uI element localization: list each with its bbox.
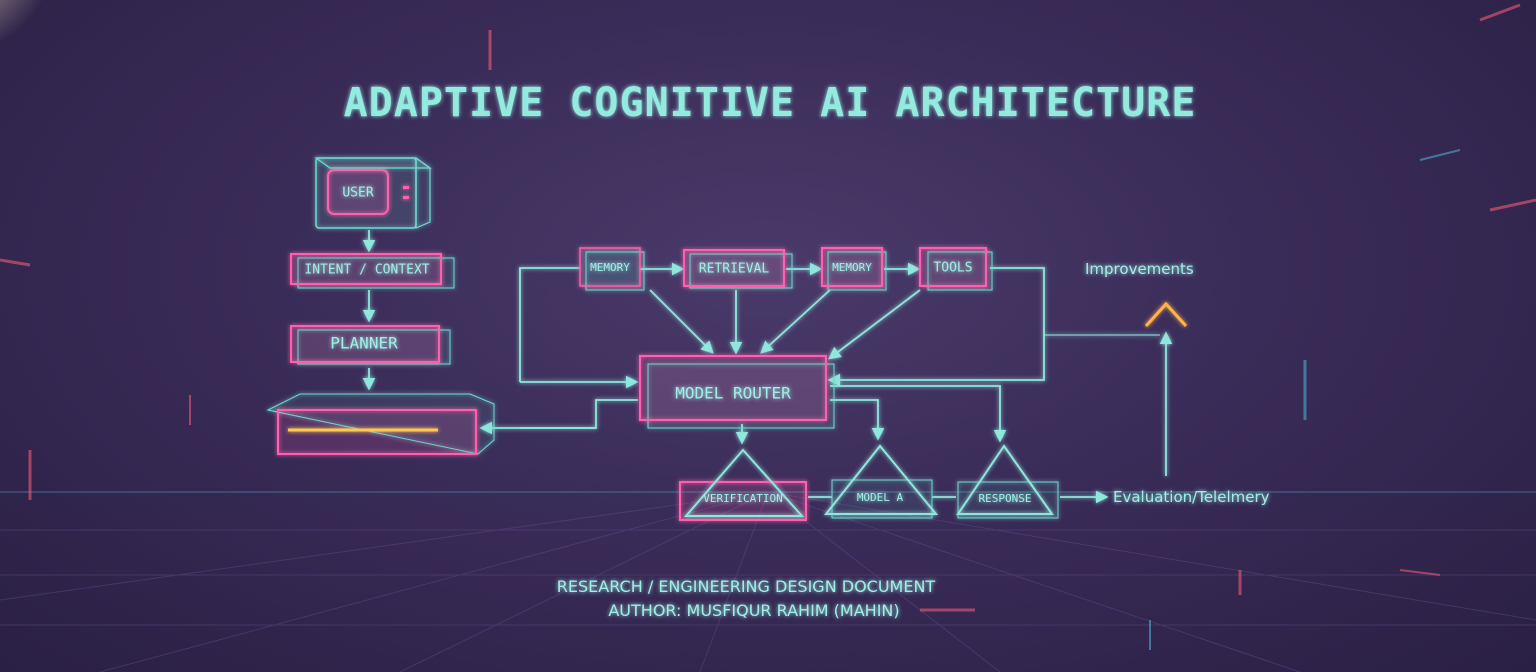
- verification-label: VERIFICATION: [703, 492, 782, 505]
- footer-line-1: RESEARCH / ENGINEERING DESIGN DOCUMENT: [557, 577, 936, 596]
- planner-node: PLANNER: [290, 325, 451, 365]
- model-a-label: MODEL A: [857, 491, 904, 504]
- response-label: RESPONSE: [979, 492, 1032, 505]
- memory-2-label: MEMORY: [832, 261, 872, 274]
- intent-context-node: INTENT / CONTEXT: [290, 253, 455, 289]
- user-label: USER: [342, 186, 373, 201]
- memory-1-node: MEMORY: [579, 247, 645, 291]
- tools-node: TOOLS: [919, 247, 993, 291]
- page-title: ADAPTIVE COGNITIVE AI ARCHITECTURE: [344, 80, 1197, 126]
- response-node: RESPONSE: [956, 444, 1059, 519]
- connectors: [362, 230, 1173, 504]
- planner-label: PLANNER: [330, 334, 398, 353]
- intent-context-label: INTENT / CONTEXT: [304, 263, 429, 278]
- retrieval-label: RETRIEVAL: [699, 262, 770, 277]
- improvements-label: Improvements: [1085, 260, 1194, 278]
- up-chevron-icon: [1144, 301, 1188, 328]
- footer-line-2: AUTHOR: MUSFIQUR RAHIM (MAHIN): [608, 601, 899, 620]
- model-router-node: MODEL ROUTER: [639, 355, 835, 429]
- verification-node: VERIFICATION: [679, 448, 807, 521]
- evaluation-label: Evaluation/Telelmery: [1113, 488, 1270, 506]
- memory-2-node: MEMORY: [821, 247, 887, 291]
- user-node: USER: [314, 156, 432, 229]
- retrieval-node: RETRIEVAL: [683, 249, 793, 289]
- model-router-label: MODEL ROUTER: [675, 384, 791, 403]
- memory-1-label: MEMORY: [590, 261, 630, 274]
- workspace-node: [266, 393, 495, 455]
- model-a-node: MODEL A: [823, 444, 939, 519]
- tools-label: TOOLS: [933, 261, 972, 276]
